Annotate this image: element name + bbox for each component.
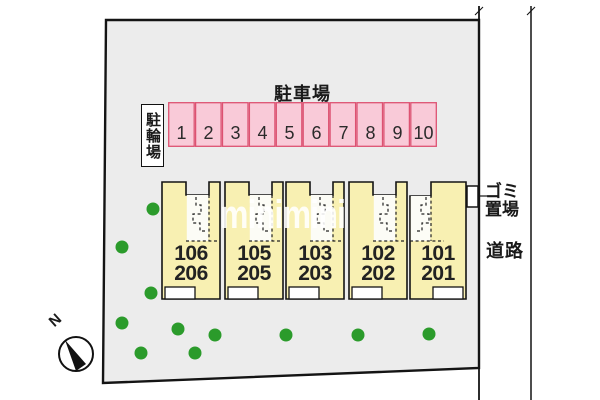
bicycle-parking-label: 駐輪場 [141,104,164,167]
unit-label-102-202: 102 202 [361,242,395,285]
parking-space-3: 3 [230,123,241,143]
building-unit-103 [285,181,345,300]
building-units [161,181,467,300]
road-label: 道路 [486,241,524,261]
parking-space-10: 10 [413,123,434,143]
tree [422,327,436,341]
parking-row [168,102,437,147]
parking-lot-label: 駐車場 [274,84,331,104]
parking-space-5: 5 [284,123,295,143]
building-unit-105 [224,181,284,300]
parking-space-9: 9 [392,123,403,143]
parking-space-7: 7 [338,123,349,143]
building-unit-106 [161,181,221,300]
unit-label-106-206: 106 206 [174,242,208,285]
tree [279,328,293,342]
tree [134,346,148,360]
parking-space-1: 1 [176,123,187,143]
tree [144,286,158,300]
tree [115,316,129,330]
tree [208,328,222,342]
trees [115,202,436,360]
parking-space-4: 4 [257,123,268,143]
compass [58,336,94,372]
garbage-area-label: ゴミ 置場 [485,182,519,219]
building-unit-102 [348,181,408,300]
tree [188,346,202,360]
parking-space-2: 2 [203,123,214,143]
parking-space-8: 8 [365,123,376,143]
tree [146,202,160,216]
building-unit-101 [409,181,467,300]
unit-label-105-205: 105 205 [237,242,271,285]
watermark: minimini [220,193,346,237]
tree [115,240,129,254]
tree [351,328,365,342]
road-lines [474,6,536,400]
parking-space-6: 6 [311,123,322,143]
unit-label-103-203: 103 203 [298,242,332,285]
garbage-marker [466,185,487,208]
tree [171,322,185,336]
unit-label-101-201: 101 201 [421,242,455,285]
